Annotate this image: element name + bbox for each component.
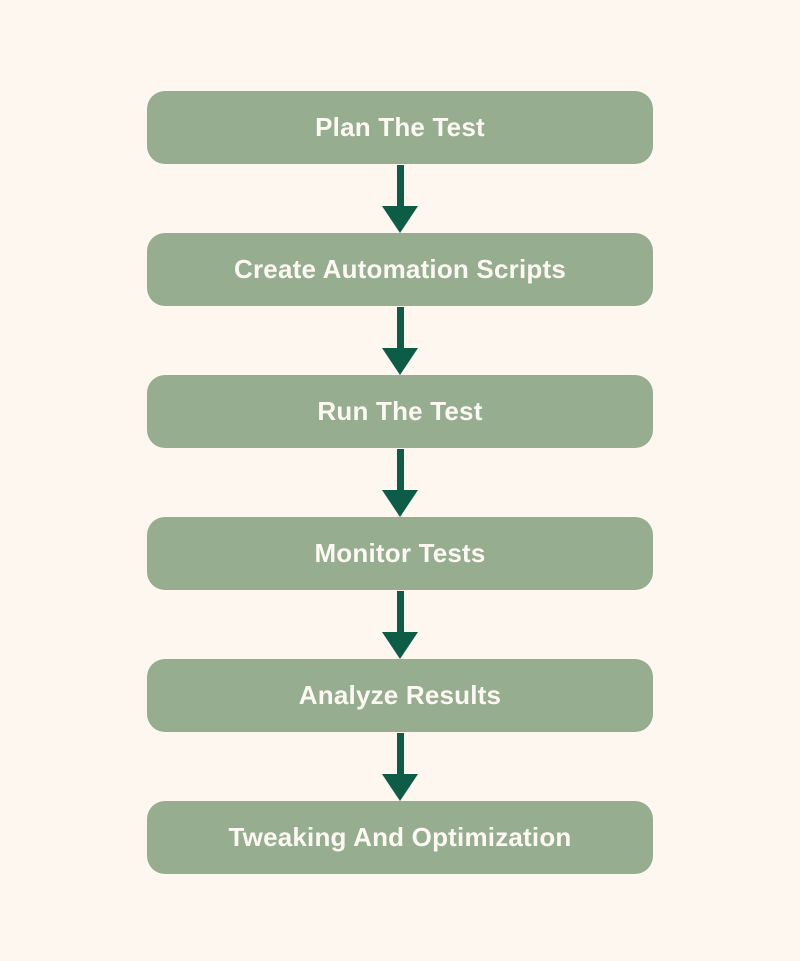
step-label: Analyze Results: [298, 680, 502, 710]
test-process-flowchart: Plan The Test Create Automation Scripts …: [147, 91, 653, 874]
step-box-run-the-test: Run The Test: [147, 375, 653, 448]
down-arrow-icon: [382, 732, 418, 801]
step-label: Tweaking And Optimization: [228, 822, 572, 852]
arrow-shaft: [396, 733, 404, 774]
step-box-analyze-results: Analyze Results: [147, 659, 653, 732]
step-label: Create Automation Scripts: [234, 254, 566, 284]
down-arrow-icon: [382, 448, 418, 517]
step-label: Monitor Tests: [314, 538, 486, 568]
down-arrow-icon: [382, 306, 418, 375]
arrow-shaft: [396, 307, 404, 348]
step-box-monitor-tests: Monitor Tests: [147, 517, 653, 590]
arrow-head: [382, 348, 418, 375]
arrow-shaft: [396, 449, 404, 490]
step-box-create-automation-scripts: Create Automation Scripts: [147, 233, 653, 306]
arrow-head: [382, 774, 418, 801]
arrow-shaft: [396, 591, 404, 632]
step-label: Run The Test: [317, 396, 483, 426]
arrow-shaft: [396, 165, 404, 206]
down-arrow-icon: [382, 164, 418, 233]
arrow-head: [382, 632, 418, 659]
step-label: Plan The Test: [315, 112, 485, 142]
step-box-plan-the-test: Plan The Test: [147, 91, 653, 164]
arrow-head: [382, 206, 418, 233]
step-box-tweaking-and-optimization: Tweaking And Optimization: [147, 801, 653, 874]
arrow-head: [382, 490, 418, 517]
down-arrow-icon: [382, 590, 418, 659]
